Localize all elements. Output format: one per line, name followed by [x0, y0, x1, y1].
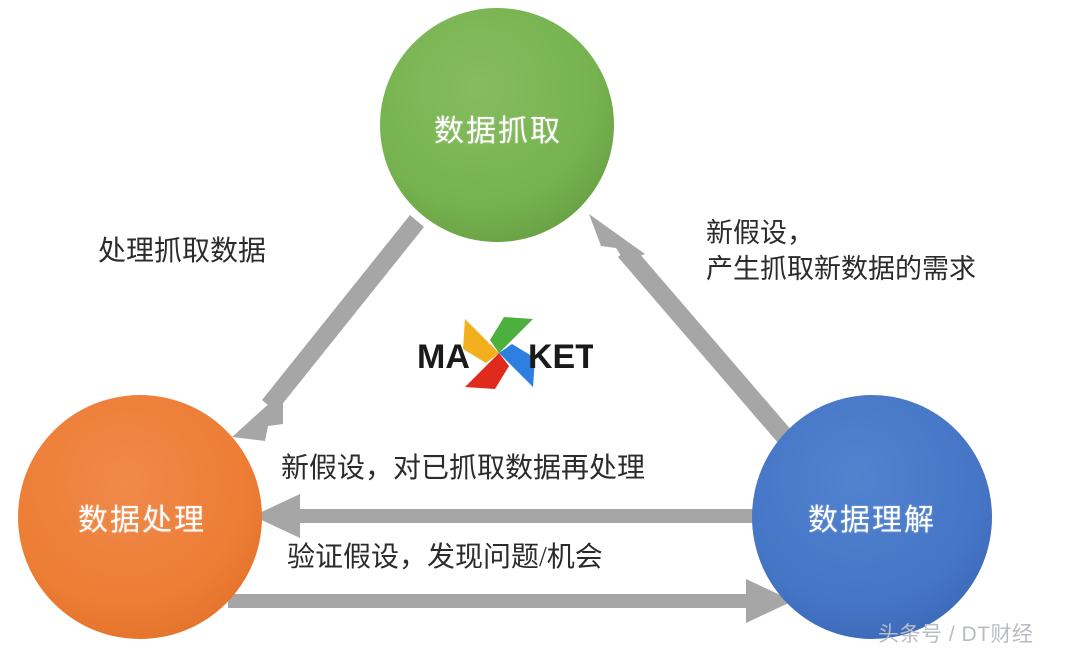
logo-text-left: MA: [417, 338, 470, 376]
arrow-scrape-to-process: [232, 215, 424, 441]
node-process-circle[interactable]: [18, 395, 262, 639]
edge-label-understand-to-scrape-line2: 产生抓取新数据的需求: [706, 253, 976, 284]
edge-label-process-to-understand: 验证假设，发现问题/机会: [287, 542, 603, 573]
edge-label-understand-to-process: 新假设，对已抓取数据再处理: [281, 453, 646, 484]
edge-label-scrape-to-process: 处理抓取数据: [98, 236, 267, 267]
arrow-understand-to-scrape: [589, 214, 805, 458]
edge-label-understand-to-scrape-line1: 新假设，: [706, 218, 814, 248]
maxket-wordmark: MA KET: [417, 338, 596, 376]
edge-label-understand-to-scrape: 新假设， 产生抓取新数据的需求: [706, 216, 976, 287]
node-scrape-circle[interactable]: [380, 8, 614, 242]
node-understand-circle[interactable]: [752, 395, 992, 639]
logo-text-right: KET: [528, 338, 593, 376]
maxket-pinwheel-icon: [463, 317, 535, 389]
watermark-text: 头条号 / DT财经: [878, 623, 1034, 646]
node-label-scrape: 数据抓取: [434, 115, 562, 148]
maxket-logo: MA KET: [415, 318, 596, 390]
arrow-process-to-understand: [228, 579, 793, 623]
arrow-understand-to-process: [253, 494, 762, 538]
node-label-understand: 数据理解: [808, 504, 936, 537]
node-label-process: 数据处理: [78, 504, 206, 537]
